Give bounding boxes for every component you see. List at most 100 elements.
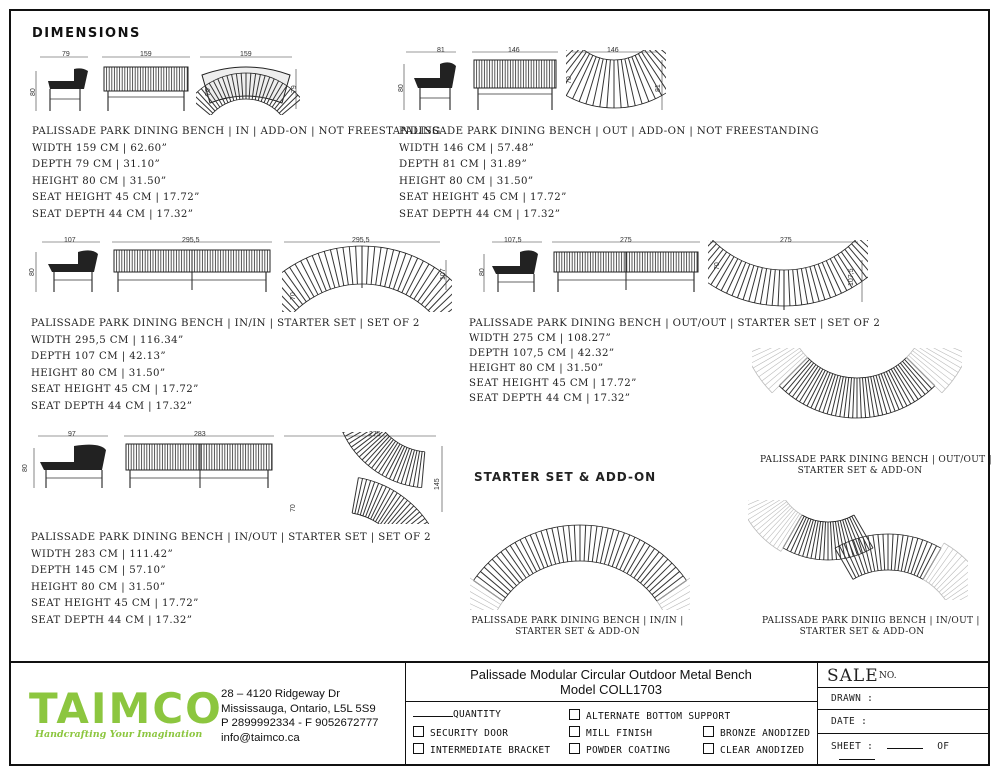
option-powder-coating[interactable]: POWDER COATING (569, 743, 670, 756)
spec-line: PALISSADE PARK DINING BENCH | IN/OUT | S… (31, 532, 432, 543)
dim-label: 275 (780, 237, 792, 244)
sheet-blank (887, 748, 924, 749)
dim-label: 70 (290, 292, 297, 300)
spec-line: WIDTH 159 CM | 62.60” (32, 142, 168, 154)
dim-label: 295,5 (182, 237, 200, 244)
spec-line: PALISSADE PARK DINING BENCH | OUT | ADD-… (399, 126, 819, 137)
starter-set-heading: STARTER SET & ADD-ON (474, 470, 657, 484)
spec-line: HEIGHT 80 CM | 31.50” (31, 581, 166, 593)
divider (405, 663, 406, 766)
dim-label: 107,5 (848, 268, 855, 286)
caption-line: PALISSADE PARK DINIIG BENCH | IN/OUT | (762, 616, 980, 626)
spec-line: SEAT DEPTH 44 CM | 17.32” (31, 400, 193, 412)
option-alternate-bottom-support[interactable]: ALTERNATE BOTTOM SUPPORT (569, 709, 730, 722)
company-address: 28 – 4120 Ridgeway Dr Mississauga, Ontar… (221, 687, 379, 745)
dim-label: 80 (29, 268, 36, 276)
dim-label: 107 (440, 268, 447, 280)
spec-line: DEPTH 107,5 CM | 42.32” (469, 348, 615, 359)
in-out-arrangement-illustration (748, 500, 968, 600)
dim-label: 107,5 (504, 237, 522, 244)
dim-label: 70 (566, 76, 573, 84)
dim-label: 275 (369, 431, 381, 438)
dim-label: 97 (68, 431, 76, 438)
dim-label: 70 (205, 88, 212, 96)
caption-line: PALISSADE PARK DINING BENCH | OUT/OUT | (760, 455, 992, 465)
caption-line: STARTER SET & ADD-ON (797, 466, 923, 476)
option-label: INTERMEDIATE BRACKET (430, 745, 551, 756)
caption-in-out: PALISSADE PARK DINIIG BENCH | IN/OUT | S… (762, 616, 980, 638)
dim-label: 70 (714, 262, 721, 270)
option-clear-anodized[interactable]: CLEAR ANODIZED (703, 743, 804, 756)
dim-label: 80 (479, 268, 486, 276)
in-out-top-view (284, 432, 443, 524)
checkbox[interactable] (569, 709, 580, 720)
dim-label: 146 (508, 47, 520, 54)
checkbox[interactable] (703, 726, 714, 737)
divider (817, 709, 989, 710)
dim-label: 80 (398, 84, 405, 92)
logo-wordmark: TAIMCO (29, 685, 219, 733)
option-mill-finish[interactable]: MILL FINISH (569, 726, 652, 739)
spec-line: PALISSADE PARK DINING BENCH | IN/IN | ST… (31, 318, 420, 329)
option-intermediate-bracket[interactable]: INTERMEDIATE BRACKET (413, 743, 550, 756)
out-out-front-view (552, 241, 700, 292)
spec-line: SEAT HEIGHT 45 CM | 17.72” (31, 598, 199, 610)
spec-line: WIDTH 146 CM | 57.48” (399, 142, 535, 154)
spec-line: HEIGHT 80 CM | 31.50” (31, 367, 166, 379)
divider (817, 687, 989, 688)
option-label: POWDER COATING (586, 745, 671, 756)
sheet-field[interactable]: SHEET : OF (831, 741, 990, 763)
option-label: SECURITY DOOR (430, 728, 509, 739)
caption-line: STARTER SET & ADD-ON (515, 627, 640, 637)
dim-label: 80 (22, 464, 29, 472)
spec-line: DEPTH 79 CM | 31.10” (32, 159, 161, 171)
option-bronze-anodized[interactable]: BRONZE ANODIZED (703, 726, 810, 739)
spec-line: SEAT DEPTH 44 CM | 17.32” (399, 208, 561, 220)
drawn-field[interactable]: DRAWN : (831, 693, 874, 704)
spec-line: PALISSADE PARK DINING BENCH | OUT/OUT | … (469, 318, 881, 329)
dim-label: 107 (64, 237, 76, 244)
checkbox[interactable] (413, 726, 424, 737)
in-addon-front-view (102, 56, 190, 111)
spec-list-in-addon: PALISSADE PARK DINING BENCH | IN | ADD-O… (32, 124, 441, 224)
page-title: DIMENSIONS (32, 26, 141, 41)
option-label: BRONZE ANODIZED (720, 728, 811, 739)
product-title-block: Palissade Modular Circular Outdoor Metal… (406, 667, 816, 697)
spec-line: SEAT DEPTH 44 CM | 17.32” (32, 208, 194, 220)
sheet-label: SHEET : (831, 741, 874, 752)
title-block: TAIMCO Handcrafting Your Imagination 28 … (9, 661, 990, 766)
divider (405, 701, 817, 702)
quantity-field[interactable]: QUANTITY (413, 709, 501, 720)
in-out-side-view (33, 435, 108, 488)
checkbox[interactable] (569, 726, 580, 737)
in-out-front-view (124, 435, 274, 488)
dim-label: 70 (290, 504, 297, 512)
option-security-door[interactable]: SECURITY DOOR (413, 726, 508, 739)
checkbox[interactable] (413, 743, 424, 754)
out-addon-top-view (566, 50, 666, 110)
company-logo: TAIMCO Handcrafting Your Imagination (29, 685, 229, 745)
of-blank (839, 759, 875, 760)
out-out-side-view (483, 241, 542, 292)
spec-list-out-addon: PALISSADE PARK DINING BENCH | OUT | ADD-… (399, 124, 819, 224)
divider (817, 663, 818, 766)
checkbox[interactable] (569, 743, 580, 754)
email-link[interactable]: info@taimco.ca (221, 731, 300, 744)
taimco-logo-mark: TAIMCO (29, 685, 219, 733)
option-label: ALTERNATE BOTTOM SUPPORT (586, 711, 731, 722)
spec-line: DEPTH 107 CM | 42.13” (31, 351, 166, 363)
dim-label: 81 (437, 47, 445, 54)
in-in-front-view (112, 241, 272, 292)
spec-line: SEAT HEIGHT 45 CM | 17.72” (399, 192, 567, 204)
caption-in-in: PALISSADE PARK DINING BENCH | IN/IN | ST… (470, 616, 685, 638)
checkbox[interactable] (703, 743, 714, 754)
in-in-arrangement-illustration (470, 524, 690, 610)
dim-label: 146 (607, 47, 619, 54)
in-addon-side-view (35, 56, 88, 111)
spec-line: SEAT DEPTH 44 CM | 17.32” (31, 614, 193, 626)
spec-line: SEAT HEIGHT 45 CM | 17.72” (469, 378, 637, 389)
dim-label: 79 (291, 85, 298, 93)
date-field[interactable]: DATE : (831, 716, 868, 727)
spec-list-out-out: PALISSADE PARK DINING BENCH | OUT/OUT | … (469, 316, 880, 406)
address-line: 28 – 4120 Ridgeway Dr (221, 688, 341, 700)
